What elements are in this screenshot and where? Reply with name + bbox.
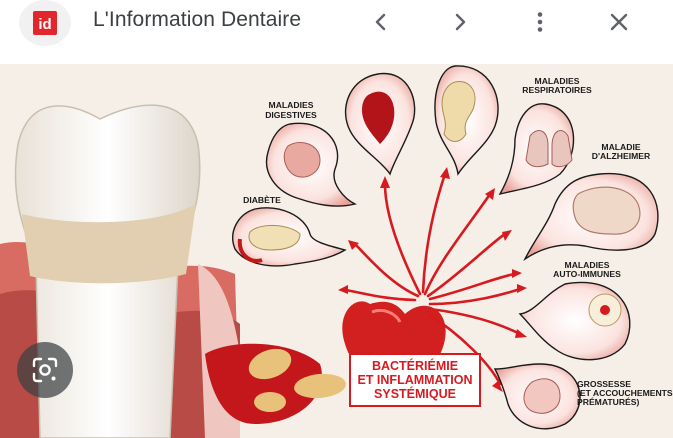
svg-text:GROSSESSE: GROSSESSE bbox=[577, 379, 631, 389]
site-logo-icon: id bbox=[33, 11, 57, 35]
svg-text:PRÉMATURÉS): PRÉMATURÉS) bbox=[577, 397, 640, 407]
label-alzheimer: MALADIE D'ALZHEIMER bbox=[592, 142, 651, 161]
more-options-button[interactable] bbox=[520, 2, 560, 42]
svg-text:ET INFLAMMATION: ET INFLAMMATION bbox=[357, 373, 472, 387]
google-lens-icon bbox=[32, 357, 58, 383]
svg-text:DIGESTIVES: DIGESTIVES bbox=[265, 110, 317, 120]
center-box: BACTÉRIÉMIE ET INFLAMMATION SYSTÉMIQUE bbox=[349, 353, 481, 407]
label-autoimmune: MALADIES AUTO-IMMUNES bbox=[553, 260, 621, 279]
vessel-shape bbox=[205, 343, 322, 424]
more-vert-icon bbox=[537, 12, 543, 32]
arrows bbox=[343, 172, 522, 386]
svg-text:D'ALZHEIMER: D'ALZHEIMER bbox=[592, 151, 651, 161]
header-bar: id L'Information Dentaire bbox=[0, 0, 673, 56]
illustration: MALADIES DIGESTIVES DIABÈTE MALADIES RES… bbox=[0, 65, 673, 438]
close-icon bbox=[610, 13, 628, 31]
bacteria-shape bbox=[248, 348, 292, 380]
svg-text:MALADIES: MALADIES bbox=[535, 76, 580, 86]
preview-image[interactable]: MALADIES DIGESTIVES DIABÈTE MALADIES RES… bbox=[0, 64, 673, 438]
google-lens-button[interactable] bbox=[17, 342, 73, 398]
svg-text:MALADIES: MALADIES bbox=[269, 100, 314, 110]
label-diabetes: DIABÈTE bbox=[243, 195, 281, 205]
svg-text:id: id bbox=[38, 16, 51, 33]
svg-text:MALADIES: MALADIES bbox=[565, 260, 610, 270]
label-digestive: MALADIES DIGESTIVES bbox=[265, 100, 317, 120]
svg-text:(ET ACCOUCHEMENTS: (ET ACCOUCHEMENTS bbox=[577, 388, 673, 398]
svg-text:AUTO-IMMUNES: AUTO-IMMUNES bbox=[553, 269, 621, 279]
site-logo[interactable]: id bbox=[19, 0, 71, 46]
label-pregnancy: GROSSESSE (ET ACCOUCHEMENTS PRÉMATURÉS) bbox=[577, 379, 673, 407]
chevron-left-icon bbox=[375, 13, 386, 31]
previous-button[interactable] bbox=[361, 2, 401, 42]
svg-text:BACTÉRIÉMIE: BACTÉRIÉMIE bbox=[372, 358, 458, 373]
close-button[interactable] bbox=[599, 2, 639, 42]
tartar-band bbox=[22, 204, 196, 284]
svg-text:DIABÈTE: DIABÈTE bbox=[243, 195, 281, 205]
next-button[interactable] bbox=[440, 2, 480, 42]
svg-text:MALADIE: MALADIE bbox=[601, 142, 640, 152]
site-title[interactable]: L'Information Dentaire bbox=[93, 8, 302, 31]
svg-text:RESPIRATOIRES: RESPIRATOIRES bbox=[522, 85, 592, 95]
chevron-right-icon bbox=[455, 13, 466, 31]
label-respiratory: MALADIES RESPIRATOIRES bbox=[522, 76, 592, 95]
svg-text:SYSTÉMIQUE: SYSTÉMIQUE bbox=[374, 386, 456, 401]
